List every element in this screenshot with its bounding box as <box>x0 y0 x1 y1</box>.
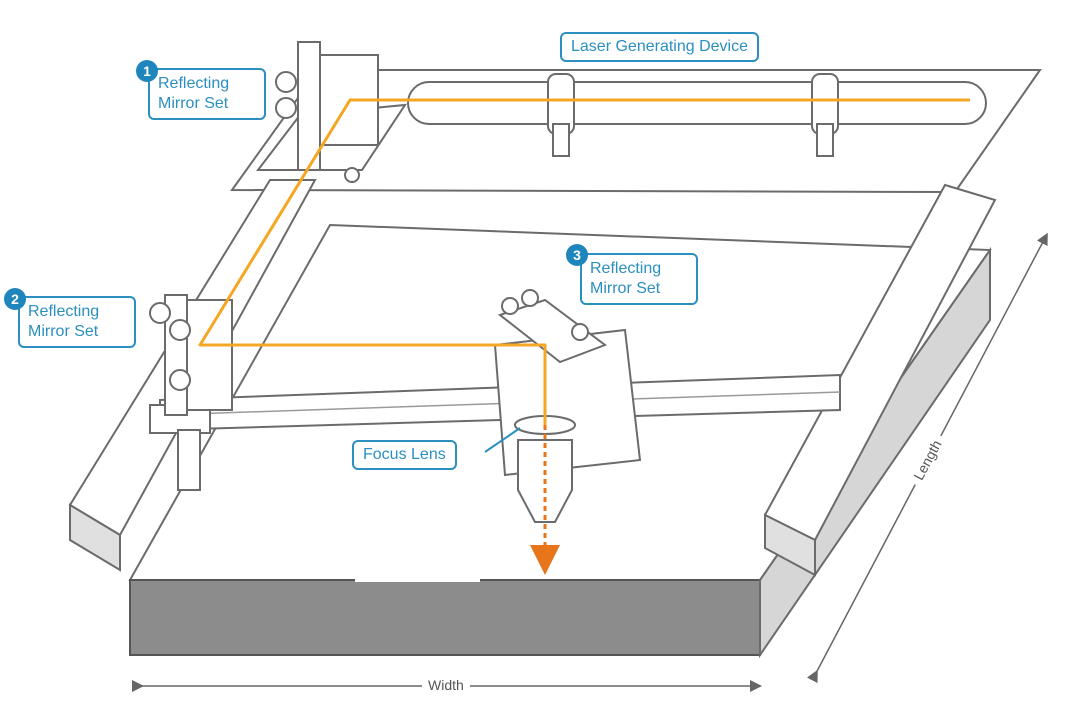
mirror-set-1-label: Reflecting Mirror Set <box>148 68 266 120</box>
focus-lens-label-text: Focus Lens <box>363 446 446 463</box>
mirror-set-3-line1: Reflecting <box>590 259 688 279</box>
mirror-set-1-line1: Reflecting <box>158 74 256 94</box>
laser-device-label: Laser Generating Device <box>560 32 759 62</box>
mirror-set-1-badge: 1 <box>136 60 158 82</box>
width-label: Width <box>422 677 470 693</box>
mirror-set-2-badge: 2 <box>4 288 26 310</box>
mirror-set-1-line2: Mirror Set <box>158 94 256 114</box>
mirror-set-3-badge: 3 <box>566 244 588 266</box>
work-bed-front-face <box>130 580 760 655</box>
mirror-set-3-line2: Mirror Set <box>590 279 688 299</box>
mirror-set-2-line2: Mirror Set <box>28 322 126 342</box>
mirror-set-3-label: Reflecting Mirror Set <box>580 253 698 305</box>
laser-device-label-text: Laser Generating Device <box>571 38 748 55</box>
mirror-set-2-label: Reflecting Mirror Set <box>18 296 136 348</box>
mirror-set-2-line1: Reflecting <box>28 302 126 322</box>
focus-lens-label: Focus Lens <box>352 440 457 470</box>
